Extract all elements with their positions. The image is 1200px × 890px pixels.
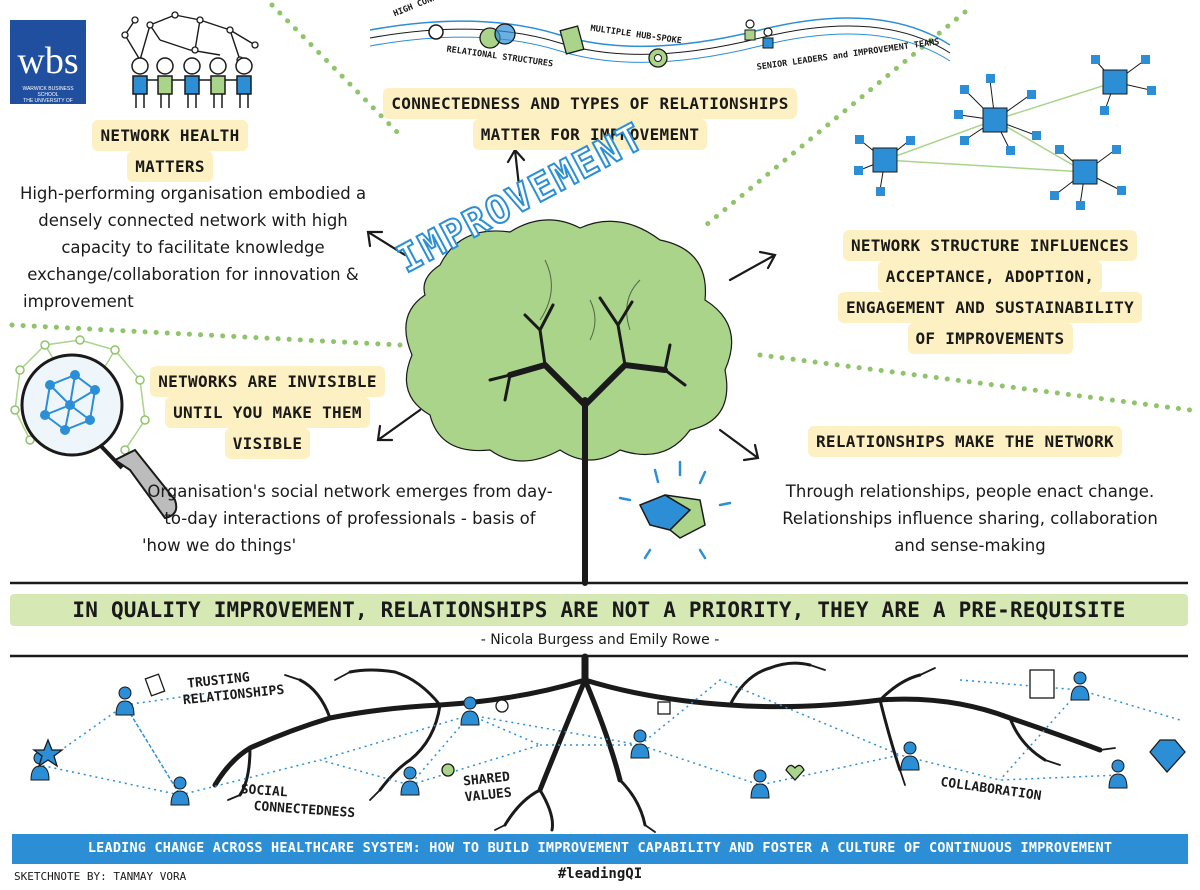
clipboard-icon [1029, 669, 1055, 699]
heading-invisible-line-3: VISIBLE [224, 428, 311, 459]
sketchnote-credit: SKETCHNOTE BY: TANMAY VORA [14, 870, 187, 883]
heading-network-structure-line-2: ACCEPTANCE, ADOPTION, [877, 261, 1103, 292]
star-icon [32, 738, 64, 768]
heart-icon [785, 764, 805, 781]
heading-network-health-line-1: NETWORK HEALTH [92, 120, 248, 151]
handshake-icon [618, 460, 732, 560]
heading-relationships-line-1: RELATIONSHIPS MAKE THE NETWORK [808, 426, 1122, 457]
heading-invisible-line-2: UNTIL YOU MAKE THEM [165, 397, 370, 428]
wbs-logo: wbs WARWICK BUSINESS SCHOOL THE UNIVERSI… [10, 20, 86, 110]
body-network-health-line-5: improvement [23, 292, 134, 311]
dotted-dividers [9, 2, 1193, 413]
logo-subtitle-1: WARWICK BUSINESS SCHOOL [22, 86, 74, 98]
gear-icon [495, 699, 509, 713]
top-ribbon-illustration [369, 17, 951, 68]
heading-network-health-line-2: MATTERS [127, 151, 213, 182]
roots-illustration [212, 653, 1116, 833]
tree-illustration [405, 219, 733, 586]
footer-banner [12, 834, 1188, 864]
improvement-title: IMPROVEMENT [380, 113, 680, 360]
heading-invisible-line-1: NETWORKS ARE INVISIBLE [150, 366, 385, 397]
lightbulb-icon [441, 763, 455, 777]
heading-network-structure: NETWORK STRUCTURE INFLUENCES ACCEPTANCE,… [790, 230, 1190, 354]
separator-lines [10, 581, 1188, 658]
body-network-health-line-4: exchange/collaboration for innovation & [27, 265, 359, 284]
footer-banner-text: LEADING CHANGE ACROSS HEALTHCARE SYSTEM:… [87, 840, 1113, 856]
heading-network-structure-line-3: ENGAGEMENT AND SUSTAINABILITY [837, 292, 1143, 323]
label-shared-values: SHARED VALUES [462, 770, 512, 807]
body-network-health-line-3: capacity to facilitate knowledge [61, 238, 325, 257]
heading-network-structure-line-1: NETWORK STRUCTURE INFLUENCES [842, 230, 1138, 261]
body-invisible-line-3: 'how we do things' [142, 536, 297, 555]
books-icon [559, 25, 585, 55]
hashtag: #leadingQI [557, 866, 643, 882]
logo-subtitle: WARWICK BUSINESS SCHOOL THE UNIVERSITY O… [12, 86, 84, 110]
quote-text: IN QUALITY IMPROVEMENT, RELATIONSHIPS AR… [72, 598, 1126, 622]
body-relationships-line-3: and sense-making [894, 536, 1046, 555]
heading-network-health: NETWORK HEALTH MATTERS [70, 120, 270, 182]
checklist-icon [657, 701, 671, 715]
body-relationships-line-2: Relationships influence sharing, collabo… [782, 509, 1158, 528]
body-invisible-line-2: to-day interactions of professionals - b… [164, 509, 536, 528]
quote-highlight-band [10, 594, 1188, 626]
people-network-roots [30, 669, 1186, 806]
logo-name: wbs [17, 40, 79, 82]
team-icon [744, 19, 774, 49]
hub-spoke-network-illustration [854, 55, 1156, 210]
lightbulb-icon [428, 24, 444, 40]
people-network-illustration [121, 11, 259, 108]
body-invisible-line-1: Organisation's social network emerges fr… [147, 482, 553, 501]
document-icon [144, 673, 166, 697]
heading-invisible-networks: NETWORKS ARE INVISIBLE UNTIL YOU MAKE TH… [140, 366, 395, 459]
body-network-health: High-performing organisation embodied a … [8, 180, 378, 315]
heading-connectedness: CONNECTEDNESS AND TYPES OF RELATIONSHIPS… [350, 88, 830, 150]
heading-relationships: RELATIONSHIPS MAKE THE NETWORK [770, 426, 1160, 457]
body-network-health-line-2: densely connected network with high [38, 211, 348, 230]
heading-connectedness-line-1: CONNECTEDNESS AND TYPES OF RELATIONSHIPS [383, 88, 797, 119]
quote-author: - Nicola Burgess and Emily Rowe - [480, 632, 720, 648]
body-relationships-line-1: Through relationships, people enact chan… [785, 482, 1155, 501]
body-network-health-line-1: High-performing organisation embodied a [19, 184, 367, 203]
body-relationships: Through relationships, people enact chan… [760, 478, 1180, 559]
body-invisible-networks: Organisation's social network emerges fr… [130, 478, 570, 559]
arrows [366, 148, 777, 462]
heading-connectedness-line-2: MATTER FOR IMPROVEMENT [472, 119, 708, 150]
heading-network-structure-line-4: OF IMPROVEMENTS [907, 323, 1073, 354]
diamond-icon [1149, 739, 1186, 773]
magnifying-glass-icon [10, 335, 178, 520]
logo-subtitle-2: THE UNIVERSITY OF WARWICK [23, 98, 73, 110]
